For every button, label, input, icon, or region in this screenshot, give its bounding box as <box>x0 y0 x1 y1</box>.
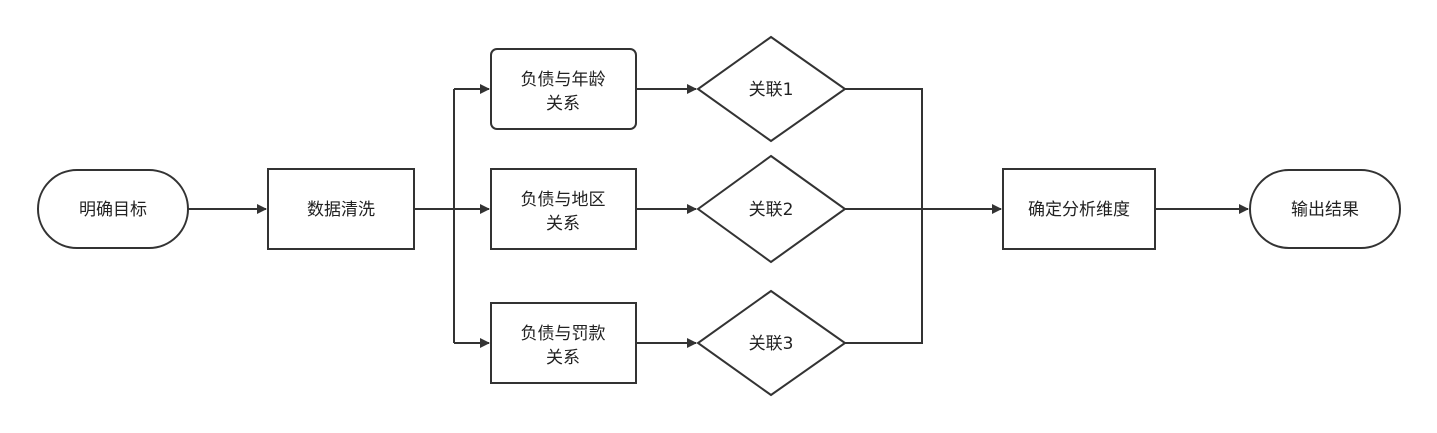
node-link2-label: 关联2 <box>749 200 794 220</box>
process-shape <box>1002 168 1156 250</box>
node-link2[interactable]: 关联2 <box>696 154 847 264</box>
node-rel-age-line2: 关系 <box>546 94 580 114</box>
process-shape <box>490 302 637 384</box>
decision-shape <box>696 289 847 397</box>
node-rel-penalty-line1: 负债与罚款 <box>521 324 606 344</box>
edge-link1-merge <box>845 88 923 209</box>
terminator-shape <box>37 169 189 249</box>
node-rel-age[interactable]: 负债与年龄 关系 <box>490 48 637 130</box>
process-shape <box>490 168 637 250</box>
node-start[interactable]: 明确目标 <box>37 169 189 249</box>
node-dimension-label: 确定分析维度 <box>1028 200 1130 220</box>
node-link1-label: 关联1 <box>749 80 794 100</box>
process-shape <box>490 48 637 130</box>
process-shape <box>267 168 415 250</box>
node-end[interactable]: 输出结果 <box>1249 169 1401 249</box>
edge-link3-merge <box>845 209 923 344</box>
node-link3-label: 关联3 <box>749 334 794 354</box>
node-link3[interactable]: 关联3 <box>696 289 847 397</box>
terminator-shape <box>1249 169 1401 249</box>
node-rel-age-line1: 负债与年龄 <box>521 70 606 90</box>
node-rel-region-line1: 负债与地区 <box>521 190 606 210</box>
node-clean-label: 数据清洗 <box>307 200 375 220</box>
node-rel-region[interactable]: 负债与地区 关系 <box>490 168 637 250</box>
node-rel-penalty[interactable]: 负债与罚款 关系 <box>490 302 637 384</box>
node-rel-region-line2: 关系 <box>546 214 580 234</box>
edges <box>188 84 1249 348</box>
decision-shape <box>696 35 847 143</box>
node-end-label: 输出结果 <box>1291 200 1359 220</box>
node-clean[interactable]: 数据清洗 <box>267 168 415 250</box>
node-start-label: 明确目标 <box>79 200 147 220</box>
node-link1[interactable]: 关联1 <box>696 35 847 143</box>
node-rel-penalty-line2: 关系 <box>546 348 580 368</box>
node-dimension[interactable]: 确定分析维度 <box>1002 168 1156 250</box>
decision-shape <box>696 154 847 264</box>
